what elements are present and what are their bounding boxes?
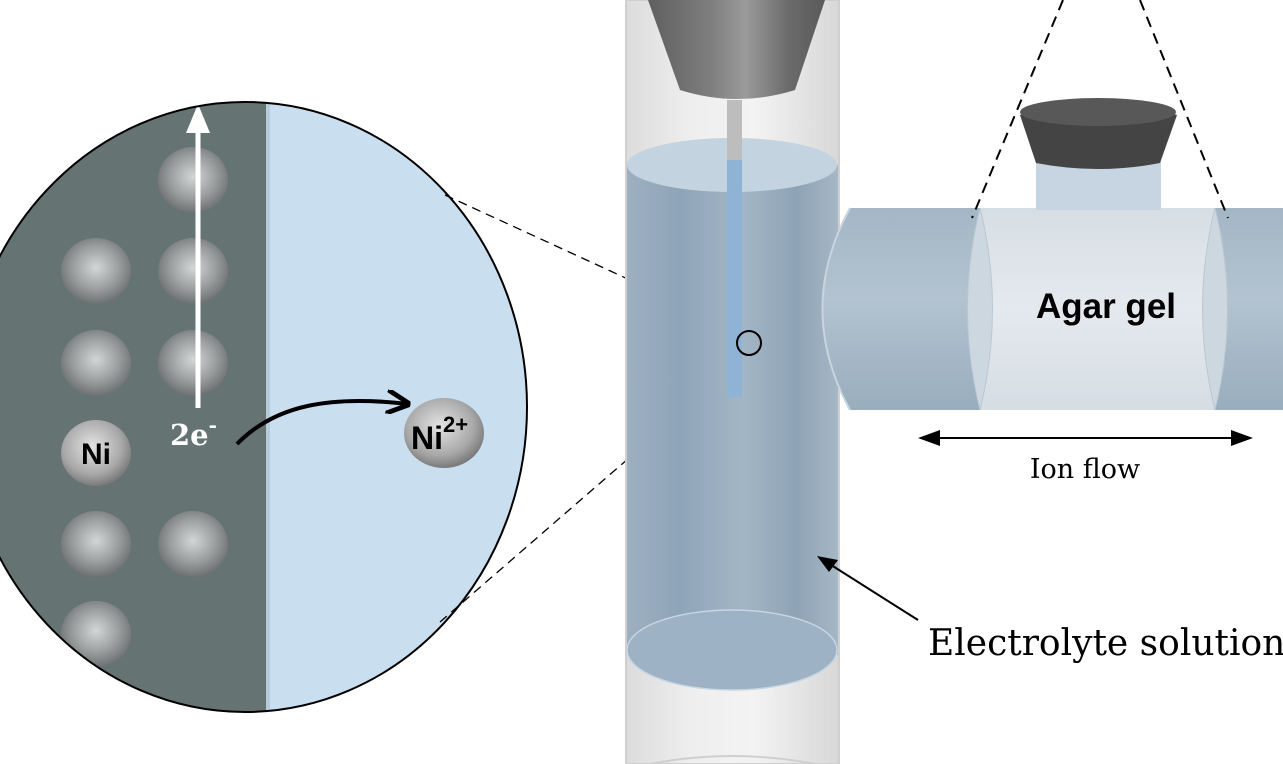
agar-zoom-line-right <box>1139 0 1229 219</box>
atom <box>61 238 131 304</box>
agar-left-rim <box>967 207 993 411</box>
atom <box>158 147 228 213</box>
atom-ni <box>61 420 131 486</box>
ion-flow-label: Ion flow <box>1030 454 1140 485</box>
zoom-spot <box>736 330 762 356</box>
electrolyte-pointer-head <box>817 556 838 572</box>
bridge-tube-end <box>821 207 851 411</box>
glass-bottom-curve <box>649 755 816 764</box>
agar-gel-section <box>980 208 1215 410</box>
electrolyte-label: Electrolyte solution <box>928 623 1283 664</box>
atom <box>61 330 131 396</box>
ni-ion-label: Ni2+ <box>411 412 468 456</box>
ni-atom-label: Ni <box>81 438 111 471</box>
electrolyte-bottom <box>626 609 838 691</box>
atom <box>158 330 228 396</box>
electron-arrow-head <box>186 104 210 133</box>
electrolyte-pointer <box>827 562 919 621</box>
electrode-immersed <box>727 160 742 397</box>
atom <box>61 511 131 577</box>
nickel-atoms <box>61 147 228 667</box>
ni-ion <box>404 398 484 468</box>
dissolution-arrow <box>235 401 408 446</box>
ion-flow-arrow-left-head <box>918 430 940 446</box>
metal-surface-edge <box>266 102 270 712</box>
atom <box>158 511 228 577</box>
atom <box>61 601 131 667</box>
vertical-tube <box>625 0 840 764</box>
zoom-view: Ni 2e- Ni2+ <box>0 102 527 712</box>
zoom-line-bottom <box>439 352 751 623</box>
agar-zoom-line-left <box>971 0 1064 219</box>
atom <box>158 238 228 304</box>
agar-right-rim <box>1202 207 1228 411</box>
electron-label: 2e- <box>170 413 217 452</box>
agar-gel-label: Agar gel <box>1036 287 1176 326</box>
salt-bridge: Agar gel <box>821 98 1283 411</box>
zoom-circle-border <box>0 101 528 713</box>
electrode-wire <box>727 100 742 160</box>
agar-stopper-top <box>1020 98 1176 126</box>
ion-flow-arrow-right-head <box>1231 430 1253 446</box>
electrode-stopper <box>648 0 825 99</box>
electrode-metal-region <box>0 102 268 712</box>
